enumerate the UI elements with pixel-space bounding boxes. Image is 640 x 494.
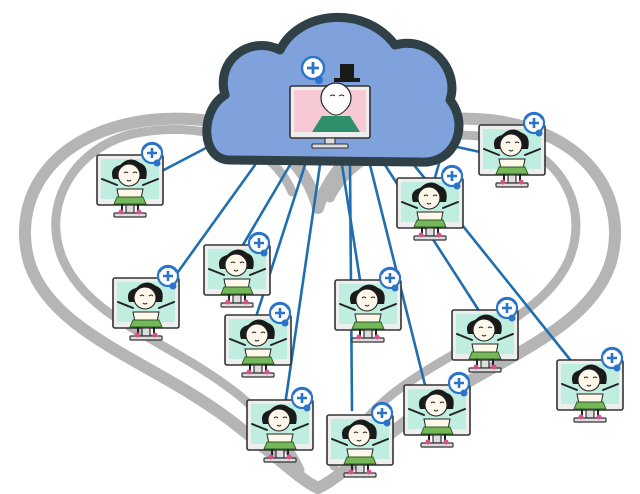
client-monitor-icon xyxy=(555,346,625,424)
client-monitor-icon xyxy=(111,264,181,342)
client-monitor-icon xyxy=(395,164,465,242)
client-monitor-icon xyxy=(245,386,315,464)
client-monitor-icon xyxy=(95,141,165,219)
link-line xyxy=(163,163,257,292)
link-line xyxy=(283,163,322,407)
client-monitor-icon xyxy=(202,231,272,309)
cloud-monitor-icon xyxy=(289,55,371,149)
cloud-server xyxy=(202,12,464,167)
client-monitor-icon xyxy=(333,266,403,344)
link-line xyxy=(238,163,292,252)
